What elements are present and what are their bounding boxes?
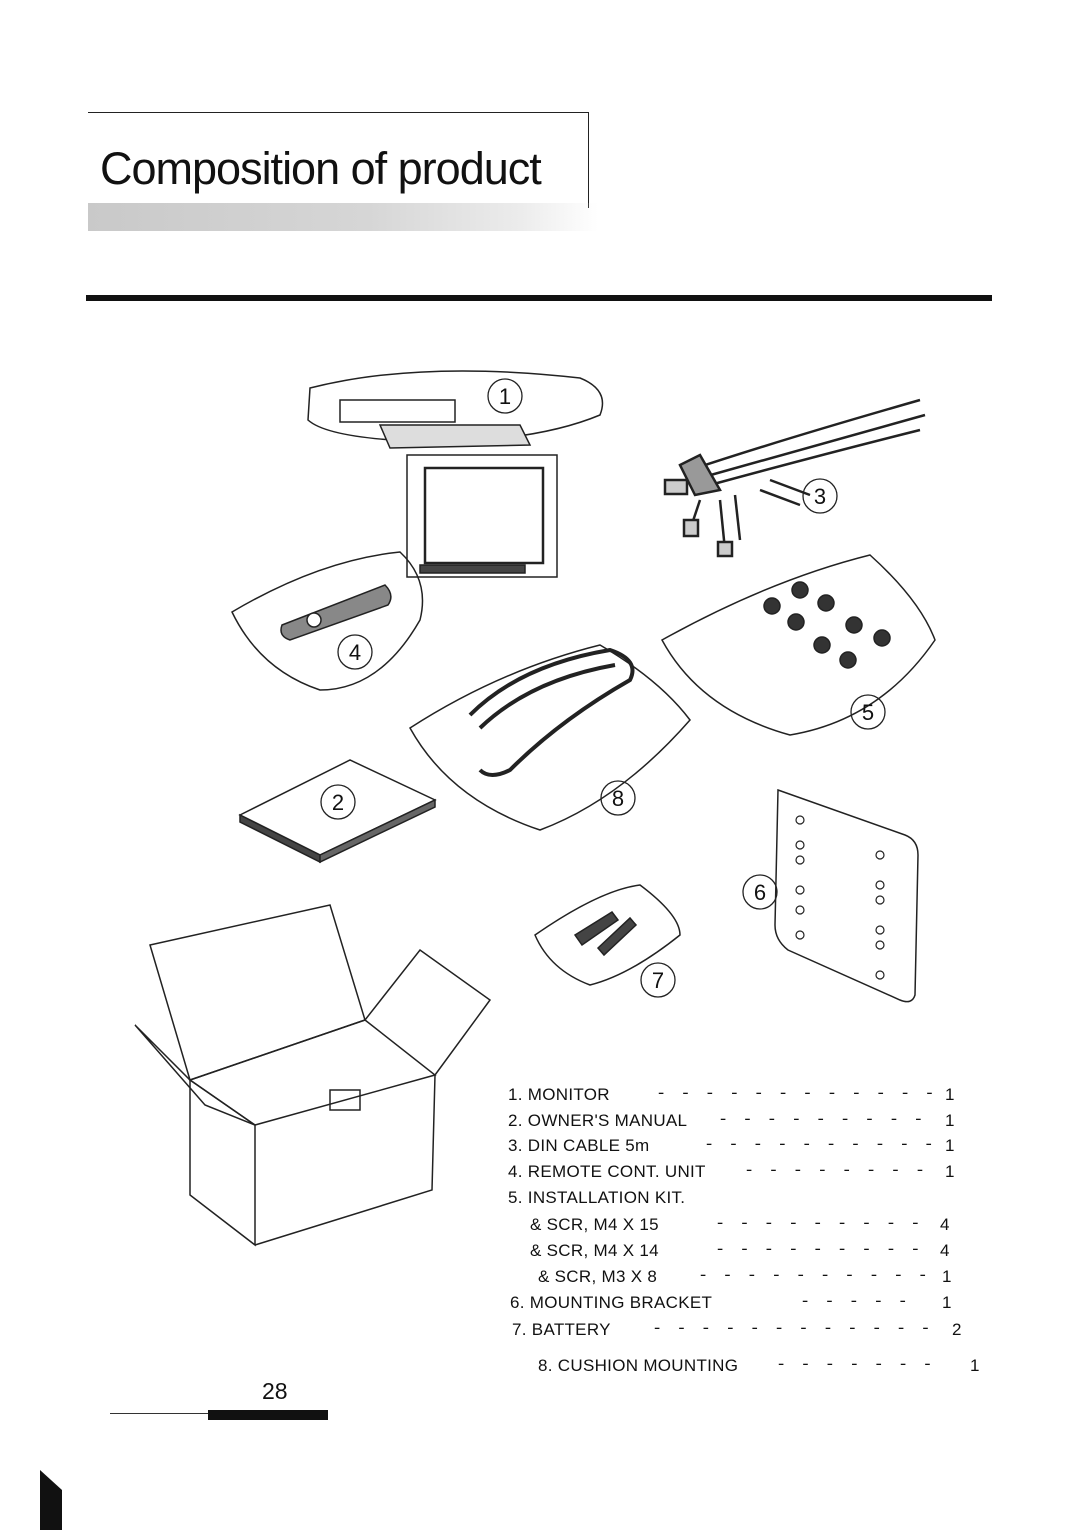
list-item: 8. CUSHION MOUNTING - - - - - - - 1 (538, 1356, 980, 1375)
cushion-mounting-drawing (409, 644, 691, 831)
list-item: & SCR, M3 X 8 - - - - - - - - - - 1 (538, 1267, 952, 1286)
battery-drawing (534, 884, 681, 986)
page-title: Composition of product (100, 143, 542, 194)
callout-7: 7 (652, 968, 664, 993)
callout-circles (320, 378, 886, 998)
din-cable-drawing (663, 398, 926, 558)
callout-4: 4 (349, 640, 361, 665)
callout-6: 6 (754, 880, 766, 905)
part-qty: 1 (970, 1356, 980, 1375)
part-label: 6. MOUNTING BRACKET (510, 1293, 713, 1312)
part-qty: 4 (940, 1241, 950, 1260)
callout-5: 5 (862, 700, 874, 725)
monitor-drawing (307, 370, 604, 578)
part-label: 4. REMOTE CONT. UNIT (508, 1162, 706, 1181)
part-label: 8. CUSHION MOUNTING (538, 1356, 739, 1375)
list-item: 6. MOUNTING BRACKET - - - - - 1 (510, 1293, 952, 1312)
part-qty: 1 (942, 1267, 952, 1286)
list-item: 4. REMOTE CONT. UNIT - - - - - - - - 1 (508, 1162, 955, 1181)
list-item: 3. DIN CABLE 5m - - - - - - - - - - 1 (508, 1136, 955, 1155)
list-item: 5. INSTALLATION KIT. (508, 1188, 685, 1208)
list-item: 7. BATTERY - - - - - - - - - - - - 2 (512, 1320, 962, 1339)
part-label: & SCR, M3 X 8 (538, 1267, 658, 1286)
list-item: 2. OWNER'S MANUAL - - - - - - - - - 1 (508, 1111, 955, 1130)
corner-mark-base (40, 1490, 62, 1530)
list-item: 1. MONITOR - - - - - - - - - - - - 1 (508, 1085, 955, 1104)
owners-manual-drawing (238, 759, 437, 864)
callout-8: 8 (612, 786, 624, 811)
list-item: & SCR, M4 X 15 - - - - - - - - - 4 (530, 1215, 950, 1234)
part-qty: 1 (945, 1136, 955, 1155)
page-number: 28 (262, 1378, 288, 1404)
part-qty: 1 (945, 1162, 955, 1181)
part-label: 2. OWNER'S MANUAL (508, 1111, 688, 1130)
packing-box-drawing (134, 904, 492, 1247)
section-rule (86, 295, 992, 301)
part-label: 5. INSTALLATION KIT. (508, 1188, 686, 1207)
footer-bar (208, 1410, 328, 1420)
part-qty: 1 (945, 1111, 955, 1130)
corner-mark (40, 1470, 62, 1490)
installation-kit-drawing (660, 554, 936, 736)
callout-1: 1 (499, 384, 511, 409)
title-underbar (88, 203, 598, 231)
part-label: 3. DIN CABLE 5m (508, 1136, 650, 1155)
part-label: & SCR, M4 X 14 (530, 1241, 659, 1260)
part-qty: 4 (940, 1215, 950, 1234)
part-qty: 1 (945, 1085, 955, 1104)
callout-3: 3 (814, 484, 826, 509)
callout-2: 2 (332, 790, 344, 815)
part-qty: 2 (952, 1320, 962, 1339)
part-label: 7. BATTERY (512, 1320, 611, 1339)
part-qty: 1 (942, 1293, 952, 1312)
part-label: & SCR, M4 X 15 (530, 1215, 659, 1234)
title-frame (88, 112, 589, 208)
list-item: & SCR, M4 X 14 - - - - - - - - - 4 (530, 1241, 950, 1260)
mounting-bracket-drawing (774, 788, 919, 1003)
part-label: 1. MONITOR (508, 1085, 610, 1104)
remote-control-drawing (231, 551, 424, 691)
